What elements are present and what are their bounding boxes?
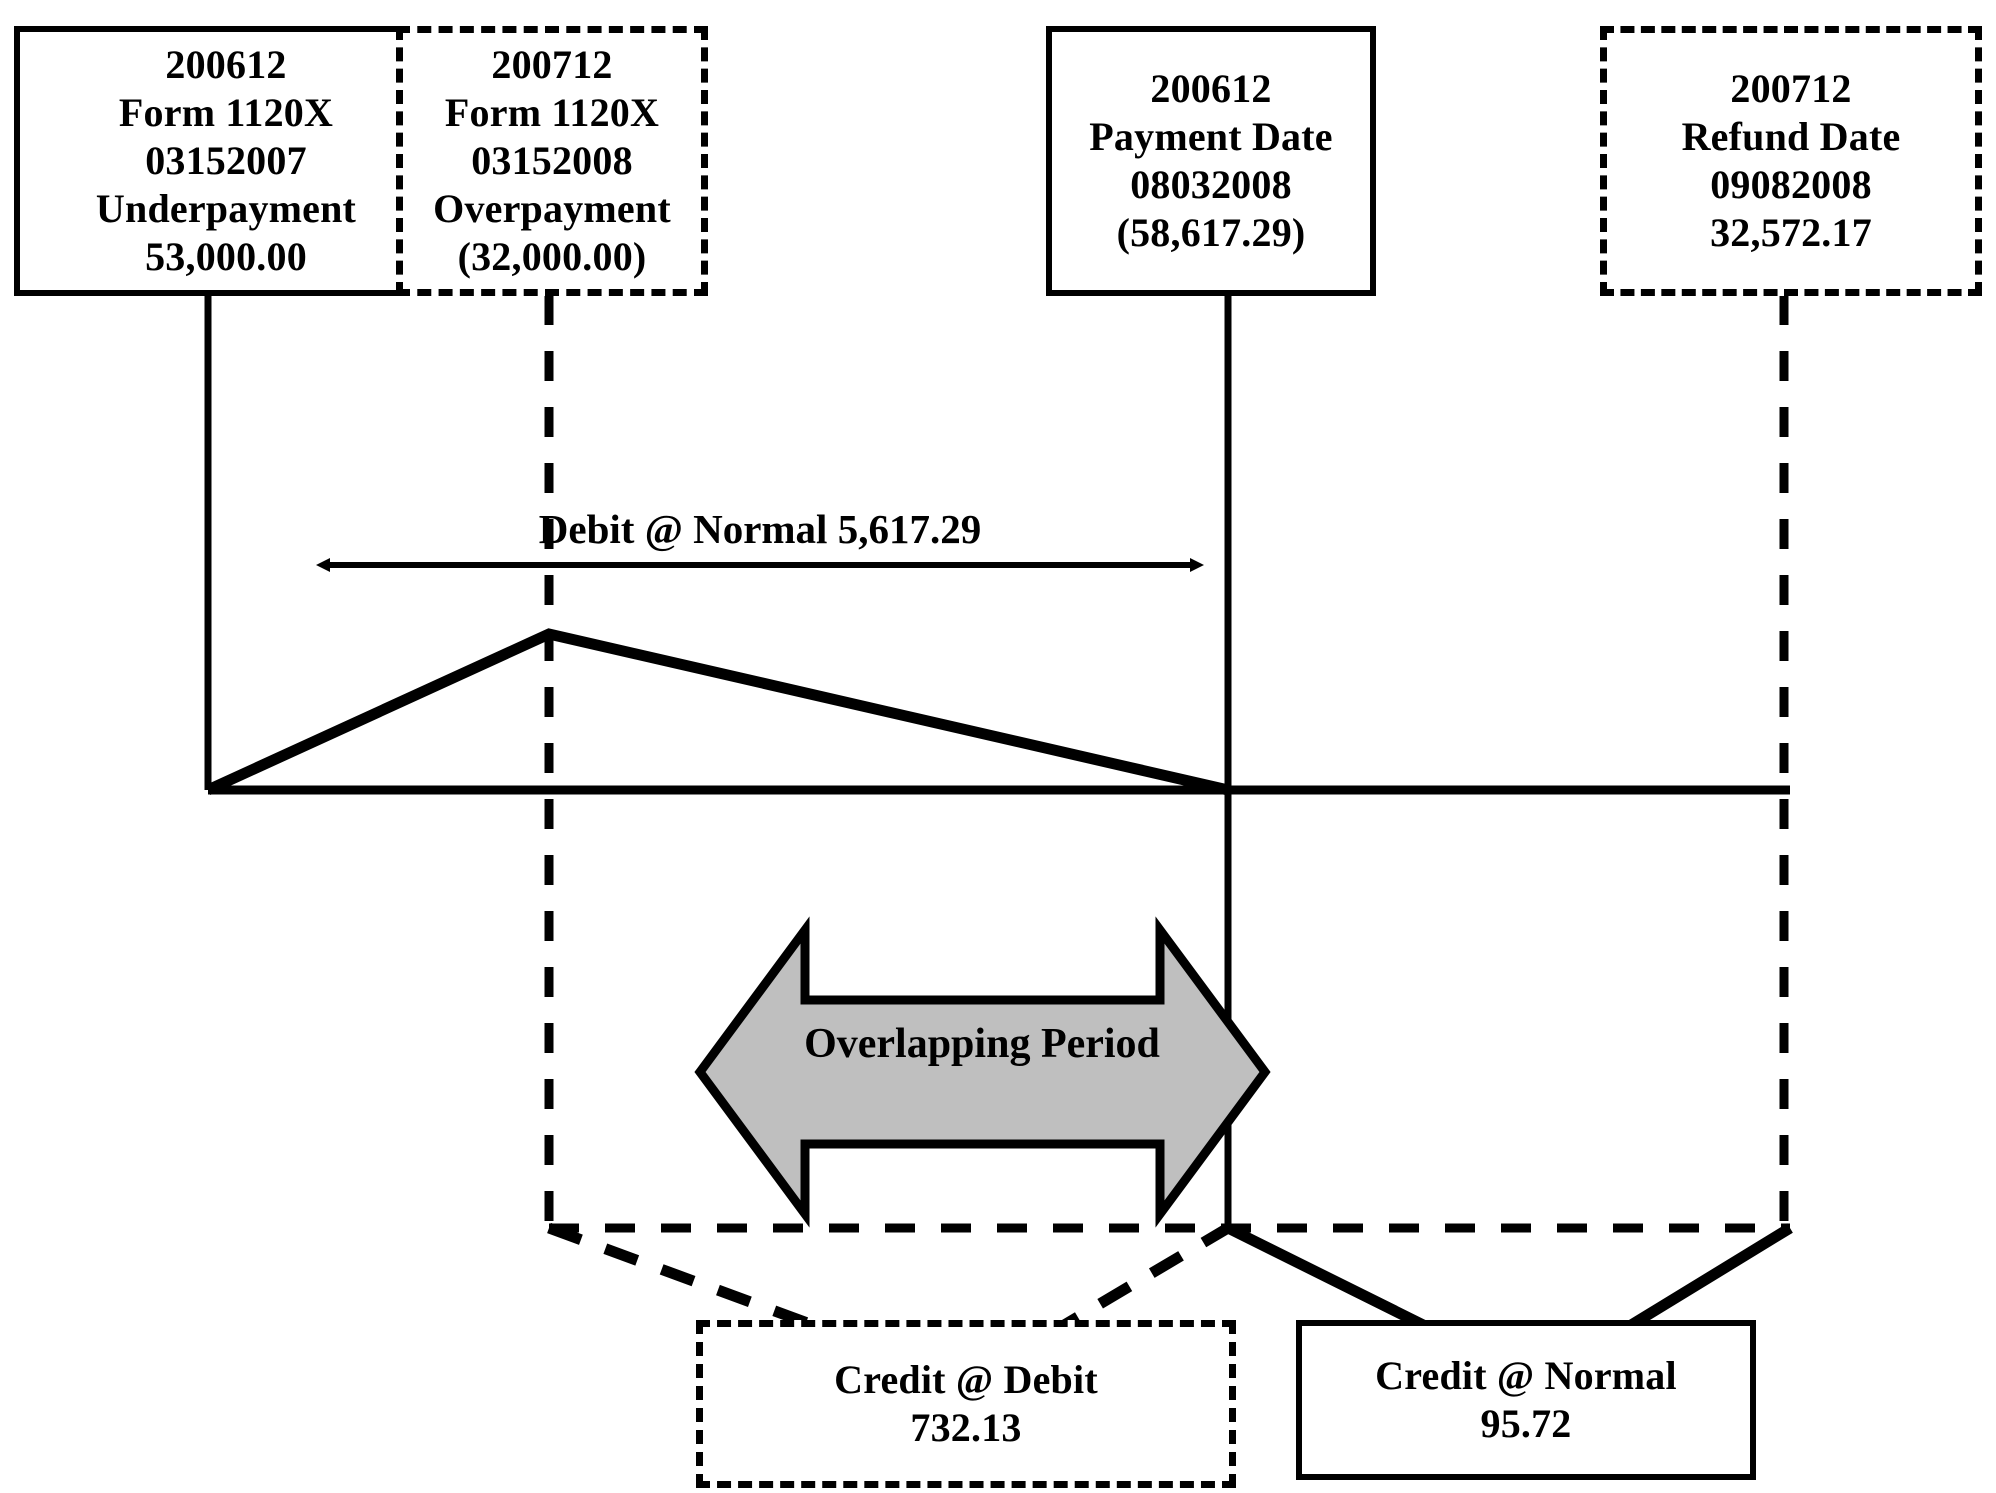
overlapping-line-2: Period: [1040, 1021, 1160, 1067]
box-line: 08032008: [1130, 162, 1292, 207]
box-line: (32,000.00): [457, 234, 647, 279]
box-line: 53,000.00: [145, 234, 307, 279]
box-line: 09082008: [1710, 162, 1872, 207]
box-line: 200712: [491, 42, 613, 87]
box-line: 03152008: [471, 138, 633, 183]
box-refund-date[interactable]: 200712 Refund Date 09082008 32,572.17: [1600, 26, 1982, 296]
box-line: 03152007: [145, 138, 307, 183]
box-line: Underpayment: [95, 186, 357, 231]
box-overpayment-1120x[interactable]: 200712 Form 1120X 03152008 Overpayment (…: [396, 26, 708, 296]
box-credit-at-normal[interactable]: Credit @ Normal 95.72: [1296, 1320, 1756, 1480]
box-payment-date[interactable]: 200612 Payment Date 08032008 (58,617.29): [1046, 26, 1376, 296]
box-underpayment-1120x[interactable]: 200612 Form 1120X 03152007 Underpayment …: [14, 26, 438, 296]
box-line: Form 1120X: [444, 90, 660, 135]
box-line: Payment Date: [1089, 114, 1333, 159]
box-line: 200612: [1150, 66, 1272, 111]
box-line: (58,617.29): [1116, 210, 1306, 255]
label-debit-at-normal: Debit @ Normal 5,617.29: [538, 506, 982, 552]
box-line: Credit @ Normal: [1375, 1353, 1677, 1398]
box-line: Form 1120X: [118, 90, 334, 135]
overlapping-period-arrow: [694, 916, 1271, 1228]
box-line: 200712: [1730, 66, 1852, 111]
box-line: 200612: [165, 42, 287, 87]
box-line: 32,572.17: [1710, 210, 1872, 255]
box-line: Overpayment: [433, 186, 671, 231]
box-line: 95.72: [1480, 1401, 1572, 1446]
box-line: Credit @ Debit: [834, 1357, 1098, 1402]
box-line: Refund Date: [1681, 114, 1901, 159]
box-line: 732.13: [910, 1405, 1022, 1450]
label-overlapping-period: Overlapping Period: [772, 1020, 1192, 1070]
overlapping-line-1: Overlapping: [804, 1021, 1031, 1067]
box-credit-at-debit[interactable]: Credit @ Debit 732.13: [696, 1320, 1236, 1488]
debit-triangle: [205, 628, 1230, 796]
